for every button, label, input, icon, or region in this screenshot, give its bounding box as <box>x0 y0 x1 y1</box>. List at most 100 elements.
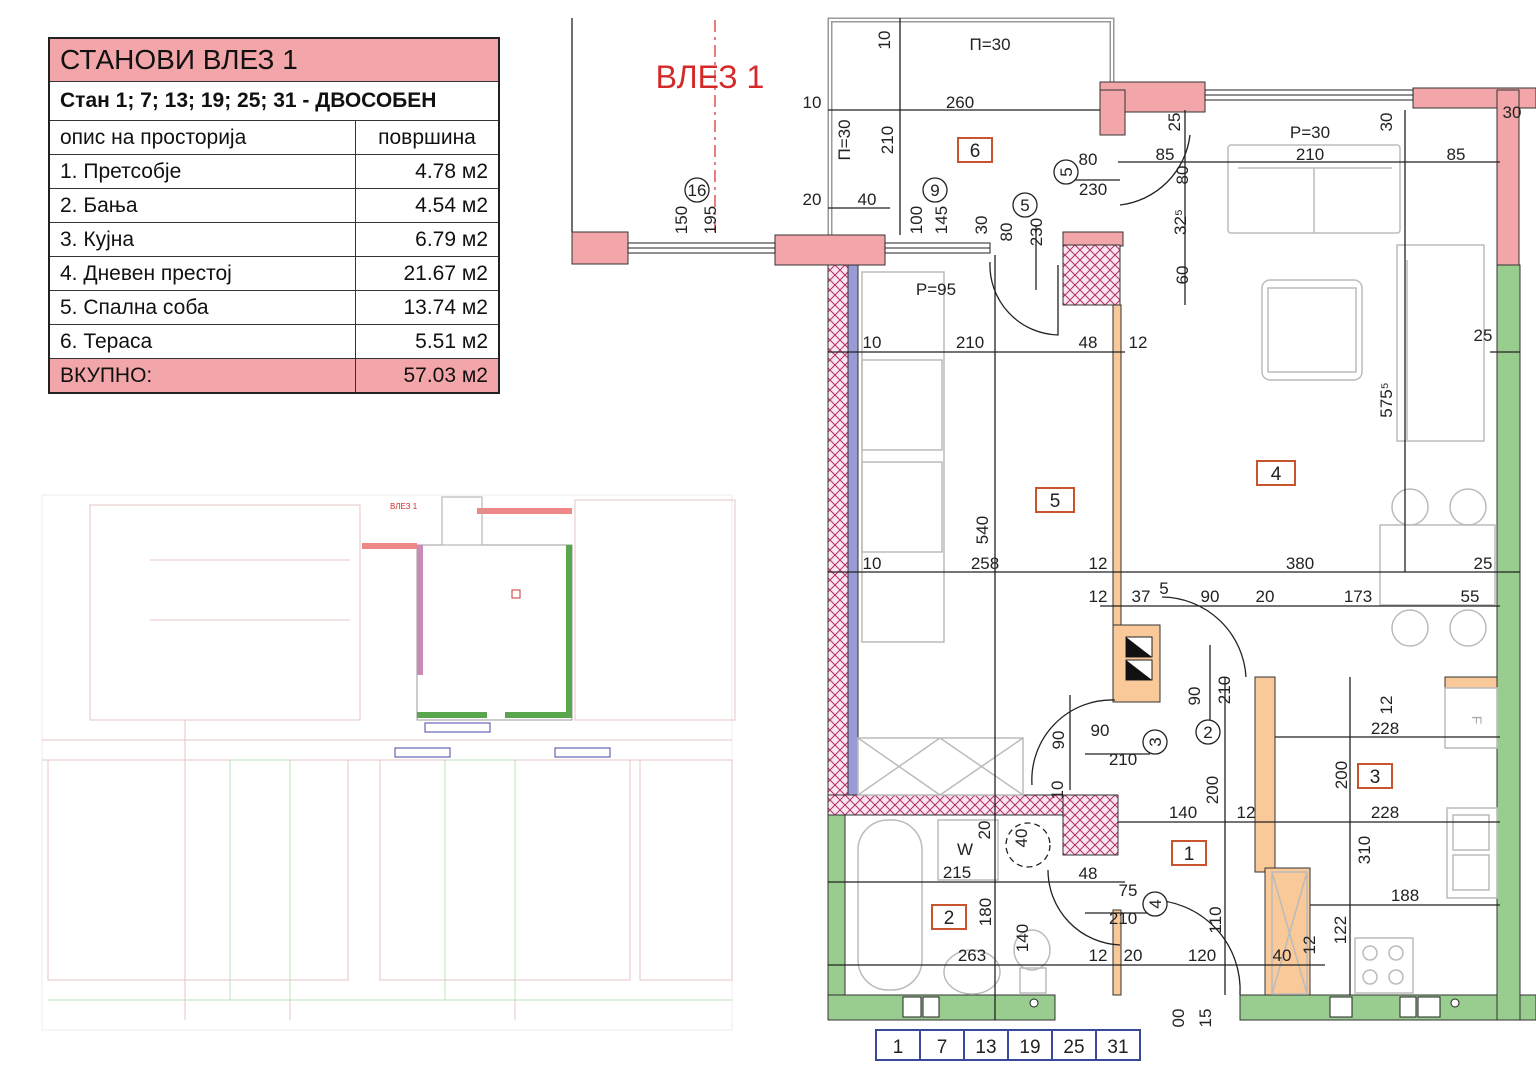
marker-label: 4 <box>1146 899 1165 908</box>
dimension-label: 260 <box>946 93 974 112</box>
dimension-label: 90 <box>1201 587 1220 606</box>
dimension-label: 48 <box>1079 333 1098 352</box>
dimension-label: 140 <box>1013 924 1032 952</box>
dimension-label: 380 <box>1286 554 1314 573</box>
dimension-label: 20 <box>1256 587 1275 606</box>
exterior-walls <box>571 81 1536 268</box>
marker-label: 3 <box>1146 737 1165 746</box>
room-area: 13.74 м2 <box>355 290 500 325</box>
room-area: 4.54 м2 <box>355 188 500 223</box>
dimension-label: 210 <box>956 333 984 352</box>
room-area: 5.51 м2 <box>355 324 500 359</box>
dimension-label: 230 <box>1079 180 1107 199</box>
dimension-label: 85 <box>1447 145 1466 164</box>
apartment-number: 25 <box>1063 1037 1084 1058</box>
dimension-label: 90 <box>1049 731 1068 750</box>
room-name: 4. Дневен престој <box>48 256 356 291</box>
insulated-walls <box>827 264 1536 1021</box>
dimension-label: 80 <box>1173 166 1192 185</box>
dimension-label: 80 <box>997 223 1016 242</box>
dimension-label: 575⁵ <box>1377 382 1396 417</box>
insulation-strip <box>847 264 859 796</box>
dimension-label: 20 <box>975 821 994 840</box>
dimension-label: 228 <box>1371 803 1399 822</box>
dimension-label: 150 <box>672 206 691 234</box>
dimension-label: 195 <box>701 206 720 234</box>
dimension-label: 210 <box>1109 750 1137 769</box>
dimension-label: 00 <box>1169 1009 1188 1028</box>
dimension-label: 30 <box>1377 113 1396 132</box>
door-markers: 16 9 5 5 2 3 4 <box>684 159 1221 917</box>
dimension-label: 60 <box>1173 266 1192 285</box>
dimension-label: 20 <box>1124 946 1143 965</box>
dimension-label: Р=30 <box>1290 123 1330 142</box>
apartment-number-boxes: 1 7 13 19 25 31 <box>875 1029 1141 1061</box>
dimension-label: 12 <box>1089 554 1108 573</box>
dimension-label: 90 <box>1185 687 1204 706</box>
apartment-number: 19 <box>1019 1037 1040 1058</box>
room-name: 5. Спална соба <box>48 290 356 325</box>
dimension-label: 37 <box>1132 587 1151 606</box>
dimension-label: 230 <box>1027 218 1046 246</box>
dimension-label: 10 <box>803 93 822 112</box>
dimension-label: 10 <box>863 554 882 573</box>
door-swings <box>989 134 1247 996</box>
key-plan: ВЛЕЗ 1 <box>41 494 736 1031</box>
apartment-number: 31 <box>1107 1037 1128 1058</box>
window <box>627 89 1414 254</box>
chimney-icon <box>1125 636 1153 681</box>
dimension-label: 40 <box>858 190 877 209</box>
total-row: ВКУПНО:57.03 м2 <box>48 358 500 394</box>
dimension-label: 20 <box>803 190 822 209</box>
dimension-label: 40 <box>1273 946 1292 965</box>
dimension-label: 263 <box>958 946 986 965</box>
dimension-label: 173 <box>1344 587 1372 606</box>
dimension-label: 210 <box>1215 676 1234 704</box>
dimension-label: 55 <box>1461 587 1480 606</box>
dimension-label: 120 <box>1188 946 1216 965</box>
marker-label: 16 <box>688 181 707 200</box>
room-tag-terrace: 6 <box>970 141 981 162</box>
dimension-label: 100 <box>907 206 926 234</box>
dimension-label: 75 <box>1119 881 1138 900</box>
dimension-label: 12 <box>1237 803 1256 822</box>
dimension-label: 200 <box>1332 761 1351 789</box>
dimension-label: П=30 <box>969 35 1010 54</box>
dimension-label: 30 <box>1503 103 1522 122</box>
key-plan-entrance-label: ВЛЕЗ 1 <box>390 502 418 511</box>
bottom-vents <box>902 996 1460 1018</box>
dimension-label: 122 <box>1331 916 1350 944</box>
room-tag-hall: 1 <box>1184 844 1195 865</box>
total-label: ВКУПНО: <box>48 358 356 394</box>
dimension-label: 258 <box>971 554 999 573</box>
room-name: 3. Кујна <box>48 222 356 257</box>
marker-label: 2 <box>1203 723 1212 742</box>
hatched-wall <box>827 244 1121 856</box>
marker-label: 9 <box>930 181 939 200</box>
dimension-label: 25 <box>1474 326 1493 345</box>
dimension-label: 15 <box>1196 1009 1215 1028</box>
room-tag-bathroom: 2 <box>944 908 955 929</box>
dimension-label: 90 <box>1091 721 1110 740</box>
marker-label: 5 <box>1057 167 1076 176</box>
dimension-label: 140 <box>1169 803 1197 822</box>
fridge-mark: F <box>1469 716 1485 725</box>
dimension-label: 310 <box>1355 836 1374 864</box>
dimension-label: 32⁵ <box>1171 209 1190 235</box>
dimension-label: 210 <box>1296 145 1324 164</box>
apartment-number: 7 <box>937 1037 948 1058</box>
dimension-label: 145 <box>932 206 951 234</box>
dimension-label: 180 <box>976 898 995 926</box>
room-tags: 6 4 5 1 3 2 <box>931 137 1393 930</box>
room-area: 4.78 м2 <box>355 154 500 189</box>
room-tag-kitchen: 3 <box>1370 767 1381 788</box>
dimension-label: 30 <box>972 216 991 235</box>
room-tag-bedroom: 5 <box>1050 491 1061 512</box>
marker-label: 5 <box>1020 196 1029 215</box>
dimension-label: 5 <box>1159 579 1168 598</box>
